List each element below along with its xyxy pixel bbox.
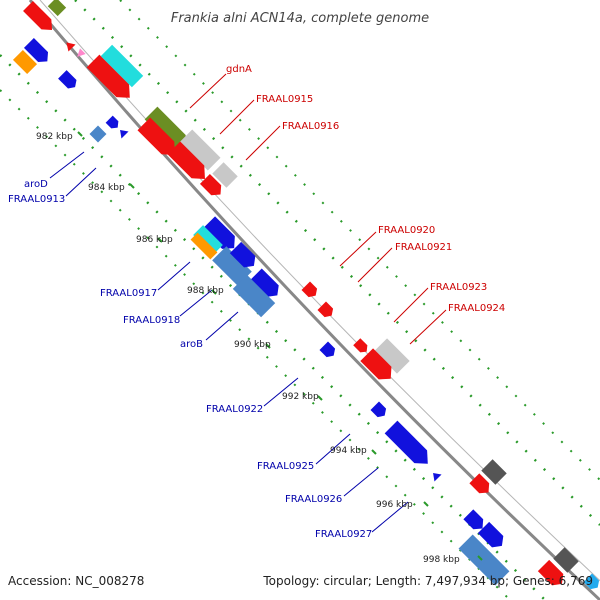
gene-block[interactable]: [370, 401, 389, 420]
tick-label: 994 kbp: [330, 446, 367, 456]
track-guide-outer2: [119, 0, 600, 481]
gene-labels: gdnA FRAAL0915 FRAAL0916 aroD FRAAL0913 …: [8, 64, 505, 540]
gene-block[interactable]: [212, 246, 252, 286]
label-leaders: [49, 73, 447, 533]
gene-block[interactable]: [202, 216, 240, 254]
gene-label-FRAAL0920[interactable]: FRAAL0920: [378, 225, 435, 236]
gene-block[interactable]: [12, 49, 38, 75]
gene-block[interactable]: [100, 44, 144, 88]
gene-label-FRAAL0916[interactable]: FRAAL0916: [282, 121, 339, 132]
tick-label: 992 kbp: [282, 392, 319, 402]
accession-text: Accession: NC_008278: [8, 574, 144, 588]
gene-block[interactable]: [353, 338, 370, 355]
gene-block[interactable]: [86, 54, 136, 104]
gene-block[interactable]: [458, 534, 510, 586]
gene-block[interactable]: [47, 0, 67, 17]
gene-block[interactable]: [144, 106, 193, 155]
gene-block[interactable]: [190, 232, 218, 260]
tick-label: 998 kbp: [423, 555, 460, 565]
gene-block[interactable]: [477, 521, 508, 552]
gene-label-FRAAL0918[interactable]: FRAAL0918: [123, 315, 180, 326]
gene-block[interactable]: [232, 274, 276, 318]
tick-label: 986 kbp: [136, 235, 173, 245]
gene-block[interactable]: [199, 173, 225, 199]
tick-label: 990 kbp: [234, 340, 271, 350]
gene-label-aroB[interactable]: aroB: [180, 339, 203, 350]
gene-block[interactable]: [384, 420, 434, 470]
gene-block[interactable]: [193, 225, 223, 255]
tick-labels: 982 kbp 984 kbp 986 kbp 988 kbp 990 kbp …: [36, 132, 460, 565]
gene-block[interactable]: [583, 573, 600, 592]
gene-block[interactable]: [317, 301, 336, 320]
gene-block[interactable]: [179, 129, 221, 171]
gene-label-FRAAL0926[interactable]: FRAAL0926: [285, 494, 342, 505]
gene-block[interactable]: [229, 241, 260, 272]
gene-block[interactable]: [105, 115, 122, 132]
tick-label: 982 kbp: [36, 132, 73, 142]
gene-block[interactable]: [89, 125, 107, 143]
genome-summary-text: Topology: circular; Length: 7,497,934 bp…: [262, 574, 593, 588]
gene-block[interactable]: [23, 37, 52, 66]
tick-label: 984 kbp: [88, 183, 125, 193]
gene-block[interactable]: [63, 39, 76, 52]
gene-label-FRAAL0922[interactable]: FRAAL0922: [206, 404, 263, 415]
gene-label-FRAAL0923[interactable]: FRAAL0923: [430, 282, 487, 293]
track-guide-inner: [0, 54, 546, 600]
gene-label-gdnA[interactable]: gdnA: [226, 64, 252, 75]
gene-label-FRAAL0924[interactable]: FRAAL0924: [448, 303, 505, 314]
gene-block[interactable]: [301, 281, 320, 300]
gene-label-FRAAL0917[interactable]: FRAAL0917: [100, 288, 157, 299]
gene-block[interactable]: [430, 470, 442, 482]
tick-label: 988 kbp: [187, 286, 224, 296]
tick-label: 996 kbp: [376, 500, 413, 510]
gene-block[interactable]: [250, 268, 283, 301]
gene-block[interactable]: [167, 141, 211, 185]
gene-block[interactable]: [117, 127, 129, 139]
gene-block[interactable]: [319, 341, 338, 360]
gene-label-aroD[interactable]: aroD: [24, 179, 48, 190]
gene-block[interactable]: [212, 162, 238, 188]
gene-block[interactable]: [481, 459, 507, 485]
gene-block[interactable]: [374, 338, 410, 374]
tick-marks: [77, 131, 483, 561]
gene-block[interactable]: [537, 559, 568, 590]
genome-backbone: [28, 0, 600, 600]
map-title: Frankia alni ACN14a, complete genome: [171, 11, 429, 26]
gene-block[interactable]: [23, 1, 57, 35]
gene-label-FRAAL0927[interactable]: FRAAL0927: [315, 529, 372, 540]
gene-block[interactable]: [553, 547, 579, 573]
gene-label-FRAAL0915[interactable]: FRAAL0915: [256, 94, 313, 105]
gene-block[interactable]: [360, 348, 397, 385]
gene-label-FRAAL0921[interactable]: FRAAL0921: [395, 242, 452, 253]
gene-label-FRAAL0925[interactable]: FRAAL0925: [257, 461, 314, 472]
gene-block[interactable]: [137, 117, 181, 161]
gene-label-FRAAL0913[interactable]: FRAAL0913: [8, 194, 65, 205]
gene-block[interactable]: [58, 70, 79, 91]
